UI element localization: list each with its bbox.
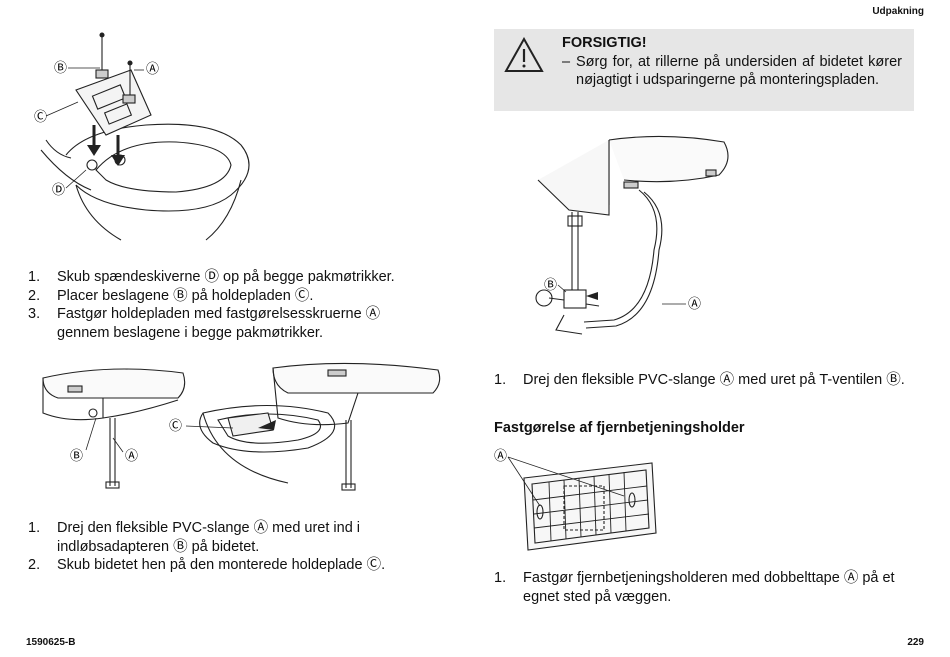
list-item: 1.Skub spændeskiverne Ⓓ op på begge pakm… — [28, 269, 395, 285]
label-c: Ⓒ — [34, 109, 47, 124]
warning-triangle-icon — [504, 37, 544, 72]
label-c: Ⓒ — [169, 418, 182, 433]
page-number: 229 — [907, 637, 924, 648]
label-b: Ⓑ — [70, 448, 83, 463]
caution-text-block: – Sørg for, at rillerne på undersiden af… — [562, 53, 902, 89]
steps-mounting-list: 1.Skub spændeskiverne Ⓓ op på begge pakm… — [28, 268, 416, 342]
section-heading: Fastgørelse af fjernbetjeningsholder — [494, 420, 745, 436]
label-a: Ⓐ — [688, 296, 701, 311]
list-item: 2.Skub bidetet hen på den monterede hold… — [28, 557, 386, 573]
caution-title: FORSIGTIG! — [562, 35, 647, 51]
list-item: 1.Drej den fleksible PVC-slange Ⓐ med ur… — [494, 372, 905, 388]
figure-remote-holder: Ⓐ — [494, 448, 657, 551]
figure-t-valve: Ⓑ Ⓐ — [535, 135, 729, 335]
list-item: 1.Fastgør fjernbetjeningsholderen med do… — [494, 570, 895, 605]
list-item: 2.Placer beslagene Ⓑ på holdepladen Ⓒ. — [28, 287, 314, 304]
list-item: 1.Drej den fleksible PVC-slange Ⓐ med ur… — [28, 520, 361, 555]
label-b: Ⓑ — [54, 60, 67, 75]
label-d: Ⓓ — [52, 182, 65, 197]
figure-mounting-plate: Ⓑ Ⓐ Ⓒ Ⓓ — [34, 32, 250, 241]
caution-box: FORSIGTIG! – Sørg for, at rillerne på un… — [494, 29, 914, 111]
figure-bidet-install: Ⓒ Ⓑ Ⓐ — [42, 362, 441, 491]
steps-hose-list: 1.Drej den fleksible PVC-slange Ⓐ med ur… — [28, 519, 416, 575]
caution-dash: – — [562, 54, 571, 70]
label-a: Ⓐ — [146, 61, 159, 76]
steps-holder-list: 1.Fastgør fjernbetjeningsholderen med do… — [494, 569, 914, 606]
caution-text: Sørg for, at rillerne på undersiden af b… — [576, 54, 902, 88]
label-a: Ⓐ — [494, 448, 507, 463]
document-number: 1590625-B — [26, 637, 76, 648]
section-title: Udpakning — [872, 6, 924, 17]
label-a: Ⓐ — [125, 448, 138, 463]
label-b: Ⓑ — [544, 277, 557, 292]
list-item: 3.Fastgør holdepladen med fastgørelsessk… — [28, 306, 381, 341]
steps-valve-list: 1.Drej den fleksible PVC-slange Ⓐ med ur… — [494, 371, 914, 390]
